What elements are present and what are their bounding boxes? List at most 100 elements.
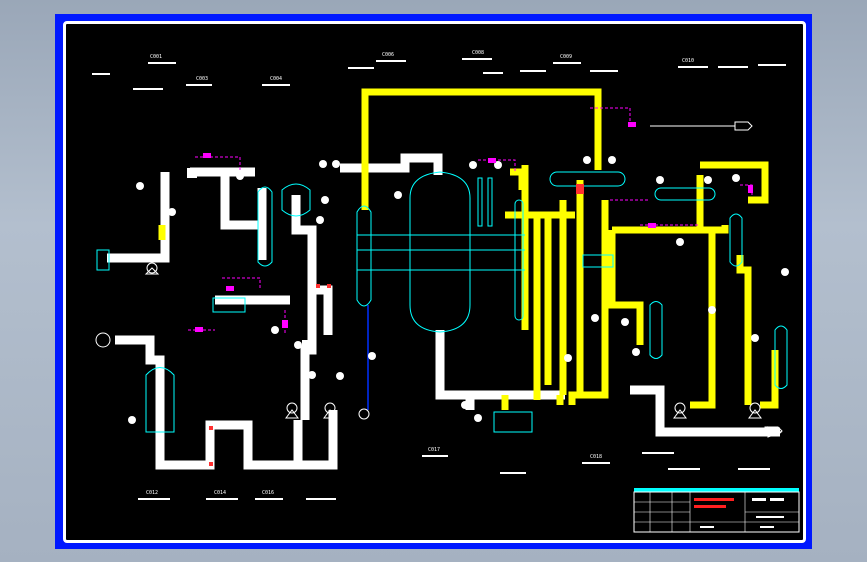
control-loop-2 [222,277,261,290]
instrument-bubble [474,414,482,422]
label-bar [348,67,374,69]
receiver-tank [493,411,533,433]
label-bottom: C016 [262,490,274,496]
instrument-bubble [321,196,329,204]
distillation-column [356,205,372,307]
label-bar [590,70,618,72]
label-bar [500,472,526,474]
valve-symbol [226,286,234,291]
pump-icon-6 [358,408,370,420]
instrument-bubble [236,172,244,180]
label-bar [133,88,163,90]
instrument-bubble [368,352,376,360]
reflux-drum [281,183,311,217]
valve-symbol [195,327,203,332]
yellow-pipelines [158,88,779,410]
column-right-b [729,213,743,267]
pipe-mid-vertical [300,290,317,420]
pump-icon-4 [673,402,687,419]
storage-tank [145,367,175,433]
pipe-bottom-loop [115,335,303,470]
label-bar [186,84,212,86]
title-bar-top [634,488,799,492]
top-labels: C001 C003 C004 C006 C008 C009 C010 [150,50,694,82]
label-bottom: C017 [428,447,440,453]
instrument-bubble [136,182,144,190]
instrument-bubble [128,416,136,424]
red-marker [576,184,584,194]
reactor-vessel [409,171,471,333]
instrument-bubble [656,176,664,184]
instrument-bubble [751,334,759,342]
exchanger-right [582,254,614,268]
valve-symbol [282,320,288,328]
pump-icon-2 [285,402,299,419]
label-bottom: C014 [214,490,226,496]
arrow-connector [767,426,783,438]
valve-symbol [748,185,753,193]
pipe-far-right-b [760,350,779,409]
instrument-bubble [308,371,316,379]
instrument-bubble [319,160,327,168]
pumps [95,262,762,420]
pipe-right-loop [690,175,716,409]
control-valves [195,122,753,332]
instrument-bubble [708,306,716,314]
pump-icon-5 [748,402,762,419]
pipe-reactor-bottom [435,330,565,400]
title-red-mark [694,498,734,501]
label-bar [92,73,110,75]
arrow-connector [734,121,753,131]
valve-symbol [488,158,496,163]
pump-icon-7 [95,332,111,348]
label-top: C003 [196,76,208,82]
label-bar [553,62,581,64]
instrument-bubble [461,401,469,409]
feed-inlet-box [96,249,110,271]
pipe-bottom-right [298,410,338,470]
instrument-bubble [621,318,629,326]
label-blocks [92,58,786,500]
red-marker [209,462,213,466]
label-bar [668,468,700,470]
pipe-right-bottom [630,385,780,437]
arrow-connector [764,426,783,436]
label-top: C004 [270,76,282,82]
separator-drum [654,187,716,201]
label-bottom: C018 [590,454,602,460]
instrument-bubble [294,341,302,349]
instrument-bubble [781,268,789,276]
valve-symbol [203,153,211,158]
white-pipelines [107,153,780,470]
red-marker [316,284,320,288]
column-right-a [649,301,663,359]
title-red-mark [694,505,726,508]
label-top: C001 [150,54,162,60]
label-bottom: C012 [146,490,158,496]
label-bar [642,452,674,454]
instrument-bubble [583,156,591,164]
tube-1 [477,177,483,227]
valve-block [302,340,312,352]
red-markers [209,184,584,466]
label-top: C009 [560,54,572,60]
instrument-bubble [271,326,279,334]
stripper-column [257,186,273,267]
instrument-bubble [608,156,616,164]
pipe-small-yellow [510,168,526,190]
instrument-bubble [632,348,640,356]
label-bar [738,468,770,470]
instrument-bubble [704,176,712,184]
label-bar [678,66,708,68]
white-vessel-blocks [187,168,312,352]
pipe-right-f [568,200,609,405]
label-bar [255,498,283,500]
instrument-bubble [591,314,599,322]
equipment [96,171,788,433]
pump-icon-3 [323,402,337,419]
pipe-drum-down [291,195,333,335]
label-bar [758,64,786,66]
label-bar [422,455,448,457]
heat-exchanger-small [212,297,246,313]
